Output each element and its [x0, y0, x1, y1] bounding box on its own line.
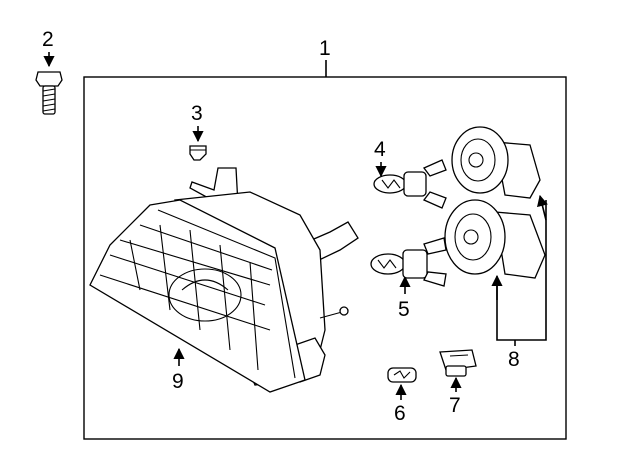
socket-part-upper — [451, 126, 541, 199]
callout-4: 4 — [374, 138, 386, 161]
bulb-part-lower — [370, 237, 447, 287]
headlamp-assembly — [89, 167, 359, 393]
callout-3: 3 — [191, 102, 203, 125]
callout-8: 8 — [508, 348, 520, 371]
callout-5: 5 — [398, 298, 410, 321]
callout-9: 9 — [172, 370, 184, 393]
callout-1: 1 — [319, 37, 331, 60]
callout-6: 6 — [394, 402, 406, 425]
small-socket-part — [439, 349, 477, 377]
callout-7: 7 — [449, 394, 461, 417]
wedge-bulb-part — [387, 367, 417, 383]
bolt-part — [35, 71, 63, 115]
leader-8-arrow-right — [537, 194, 548, 221]
assembly-frame — [83, 76, 567, 440]
callout-2: 2 — [42, 28, 54, 51]
leader-8-bracket — [496, 200, 547, 341]
clip-part — [189, 145, 207, 161]
bulb-part-upper — [373, 159, 447, 209]
socket-part-lower — [444, 199, 546, 279]
